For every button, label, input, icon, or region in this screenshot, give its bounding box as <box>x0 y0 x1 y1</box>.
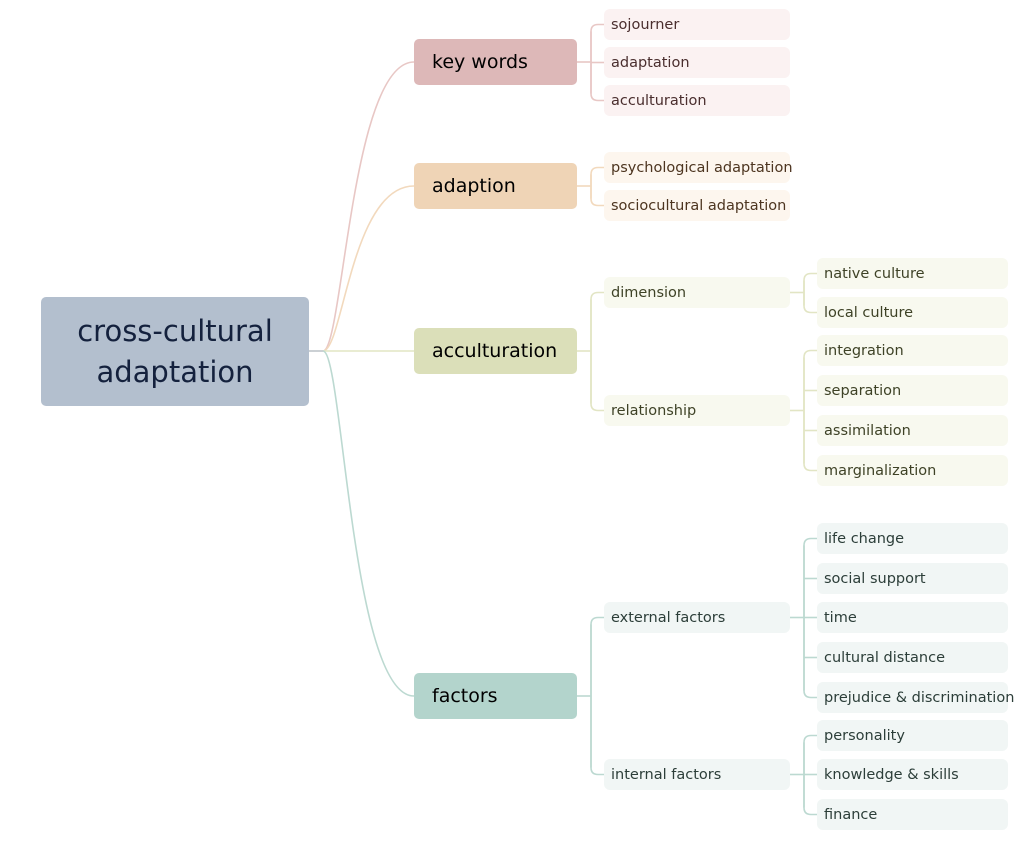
connector-line <box>803 734 817 775</box>
topic-psychological-adaptation[interactable]: psychological adaptation <box>604 152 793 183</box>
subtopic-time[interactable]: time <box>817 602 1008 633</box>
subtopic-time-label: time <box>824 609 857 626</box>
topic-external-factors[interactable]: external factors <box>604 602 790 633</box>
branch-key-words[interactable]: key words <box>414 39 577 85</box>
connector-line <box>590 186 604 207</box>
branch-adaption-label: adaption <box>432 175 516 197</box>
subtopic-life-change[interactable]: life change <box>817 523 1008 554</box>
subtopic-cultural-distance[interactable]: cultural distance <box>817 642 1008 673</box>
subtopic-personality-label: personality <box>824 727 905 744</box>
topic-acculturation-label: acculturation <box>611 92 707 109</box>
connector-line <box>590 62 604 102</box>
connector-line <box>590 351 604 412</box>
root-topic[interactable]: cross-cultural adaptation <box>41 297 309 406</box>
topic-psychological-adaptation-label: psychological adaptation <box>611 159 793 176</box>
subtopic-integration[interactable]: integration <box>817 335 1008 366</box>
topic-adaptation-label: adaptation <box>611 54 690 71</box>
subtopic-separation-label: separation <box>824 382 902 399</box>
subtopic-knowledge-and-skills-label: knowledge & skills <box>824 766 959 783</box>
topic-external-factors-label: external factors <box>611 609 726 626</box>
topic-internal-factors[interactable]: internal factors <box>604 759 790 790</box>
topic-relationship-label: relationship <box>611 402 697 419</box>
topic-adaptation[interactable]: adaptation <box>604 47 790 78</box>
subtopic-separation[interactable]: separation <box>817 375 1008 406</box>
subtopic-local-culture-label: local culture <box>824 304 914 321</box>
connector-line <box>803 774 817 816</box>
topic-sociocultural-adaptation[interactable]: sociocultural adaptation <box>604 190 790 221</box>
subtopic-assimilation-label: assimilation <box>824 422 911 439</box>
connector-line <box>803 272 817 293</box>
subtopic-cultural-distance-label: cultural distance <box>824 649 945 666</box>
topic-sojourner[interactable]: sojourner <box>604 9 790 40</box>
root-topic-label: cross-cultural adaptation <box>77 313 273 389</box>
branch-acculturation[interactable]: acculturation <box>414 328 577 374</box>
subtopic-social-support[interactable]: social support <box>817 563 1008 594</box>
connector-line <box>803 292 817 314</box>
topic-internal-factors-label: internal factors <box>611 766 722 783</box>
topic-sociocultural-adaptation-label: sociocultural adaptation <box>611 197 787 214</box>
subtopic-knowledge-and-skills[interactable]: knowledge & skills <box>817 759 1008 790</box>
connector-line <box>309 185 415 352</box>
subtopic-local-culture[interactable]: local culture <box>817 297 1008 328</box>
connector-line <box>590 23 604 62</box>
subtopic-native-culture-label: native culture <box>824 265 925 282</box>
connector-line <box>803 349 817 411</box>
connector-line <box>309 61 415 352</box>
subtopic-prejudice-and-discrimination-label: prejudice & discrimination <box>824 689 1015 706</box>
connector-line <box>803 410 817 472</box>
branch-factors[interactable]: factors <box>414 673 577 719</box>
connector-line <box>590 166 604 186</box>
connector-line <box>590 616 604 696</box>
topic-sojourner-label: sojourner <box>611 16 680 33</box>
topic-dimension[interactable]: dimension <box>604 277 790 308</box>
connector-line <box>803 537 817 618</box>
branch-key-words-label: key words <box>432 51 528 73</box>
branch-adaption[interactable]: adaption <box>414 163 577 209</box>
subtopic-native-culture[interactable]: native culture <box>817 258 1008 289</box>
connector-line <box>590 291 604 351</box>
subtopic-marginalization[interactable]: marginalization <box>817 455 1008 486</box>
connector-line <box>803 617 817 699</box>
subtopic-assimilation[interactable]: assimilation <box>817 415 1008 446</box>
subtopic-marginalization-label: marginalization <box>824 462 937 479</box>
topic-dimension-label: dimension <box>611 284 687 301</box>
subtopic-finance[interactable]: finance <box>817 799 1008 830</box>
branch-acculturation-label: acculturation <box>432 340 558 362</box>
topic-relationship[interactable]: relationship <box>604 395 790 426</box>
subtopic-prejudice-and-discrimination[interactable]: prejudice & discrimination <box>817 682 1014 713</box>
subtopic-personality[interactable]: personality <box>817 720 1008 751</box>
topic-acculturation[interactable]: acculturation <box>604 85 790 116</box>
subtopic-life-change-label: life change <box>824 530 905 547</box>
subtopic-finance-label: finance <box>824 806 878 823</box>
subtopic-integration-label: integration <box>824 342 904 359</box>
subtopic-social-support-label: social support <box>824 570 926 587</box>
connector-line <box>590 696 604 776</box>
branch-factors-label: factors <box>432 685 498 707</box>
connector-line <box>309 350 415 697</box>
